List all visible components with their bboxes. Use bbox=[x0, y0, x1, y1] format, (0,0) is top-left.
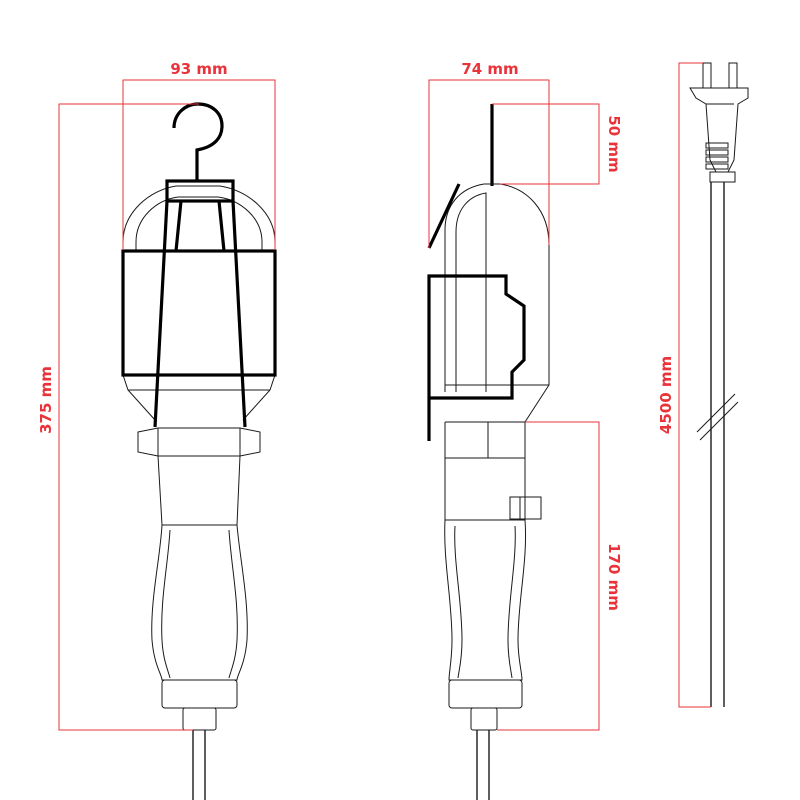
side-view bbox=[427, 104, 550, 800]
front-collar bbox=[137, 427, 261, 457]
plug-cable bbox=[710, 182, 725, 707]
hook-height-label: 50 mm bbox=[605, 115, 623, 172]
plug-pin-right bbox=[728, 62, 738, 89]
side-end-cap bbox=[448, 679, 523, 709]
plug-head bbox=[689, 87, 749, 173]
front-cage-band bbox=[121, 249, 277, 377]
side-dimensions: 74 mm 50 mm 170 mm bbox=[428, 60, 623, 731]
cable-break-mark bbox=[696, 393, 739, 441]
cable-length-label: 4500 mm bbox=[657, 356, 675, 434]
cable-dimensions: 4500 mm bbox=[657, 62, 711, 708]
plug-pin-left bbox=[702, 62, 712, 89]
side-cable bbox=[476, 730, 490, 800]
front-view bbox=[121, 102, 277, 800]
front-grip bbox=[151, 524, 248, 681]
handle-length-label: 170 mm bbox=[605, 543, 623, 611]
front-end-cap bbox=[161, 679, 238, 709]
front-cage-bars bbox=[153, 200, 247, 428]
front-handle-body bbox=[157, 455, 241, 526]
side-collar bbox=[444, 422, 526, 521]
front-cage-top bbox=[165, 179, 235, 203]
front-width-label: 93 mm bbox=[170, 60, 227, 78]
front-dome bbox=[122, 185, 276, 250]
side-body bbox=[444, 183, 550, 423]
front-height-label: 375 mm bbox=[37, 366, 55, 434]
side-cage bbox=[427, 274, 526, 441]
side-grip bbox=[444, 519, 527, 681]
plug-view bbox=[689, 62, 749, 707]
front-hook bbox=[172, 102, 224, 182]
front-dimensions: 93 mm 375 mm bbox=[37, 60, 276, 731]
side-width-label: 74 mm bbox=[461, 60, 518, 78]
side-switch bbox=[509, 496, 542, 520]
front-cable bbox=[192, 730, 206, 800]
